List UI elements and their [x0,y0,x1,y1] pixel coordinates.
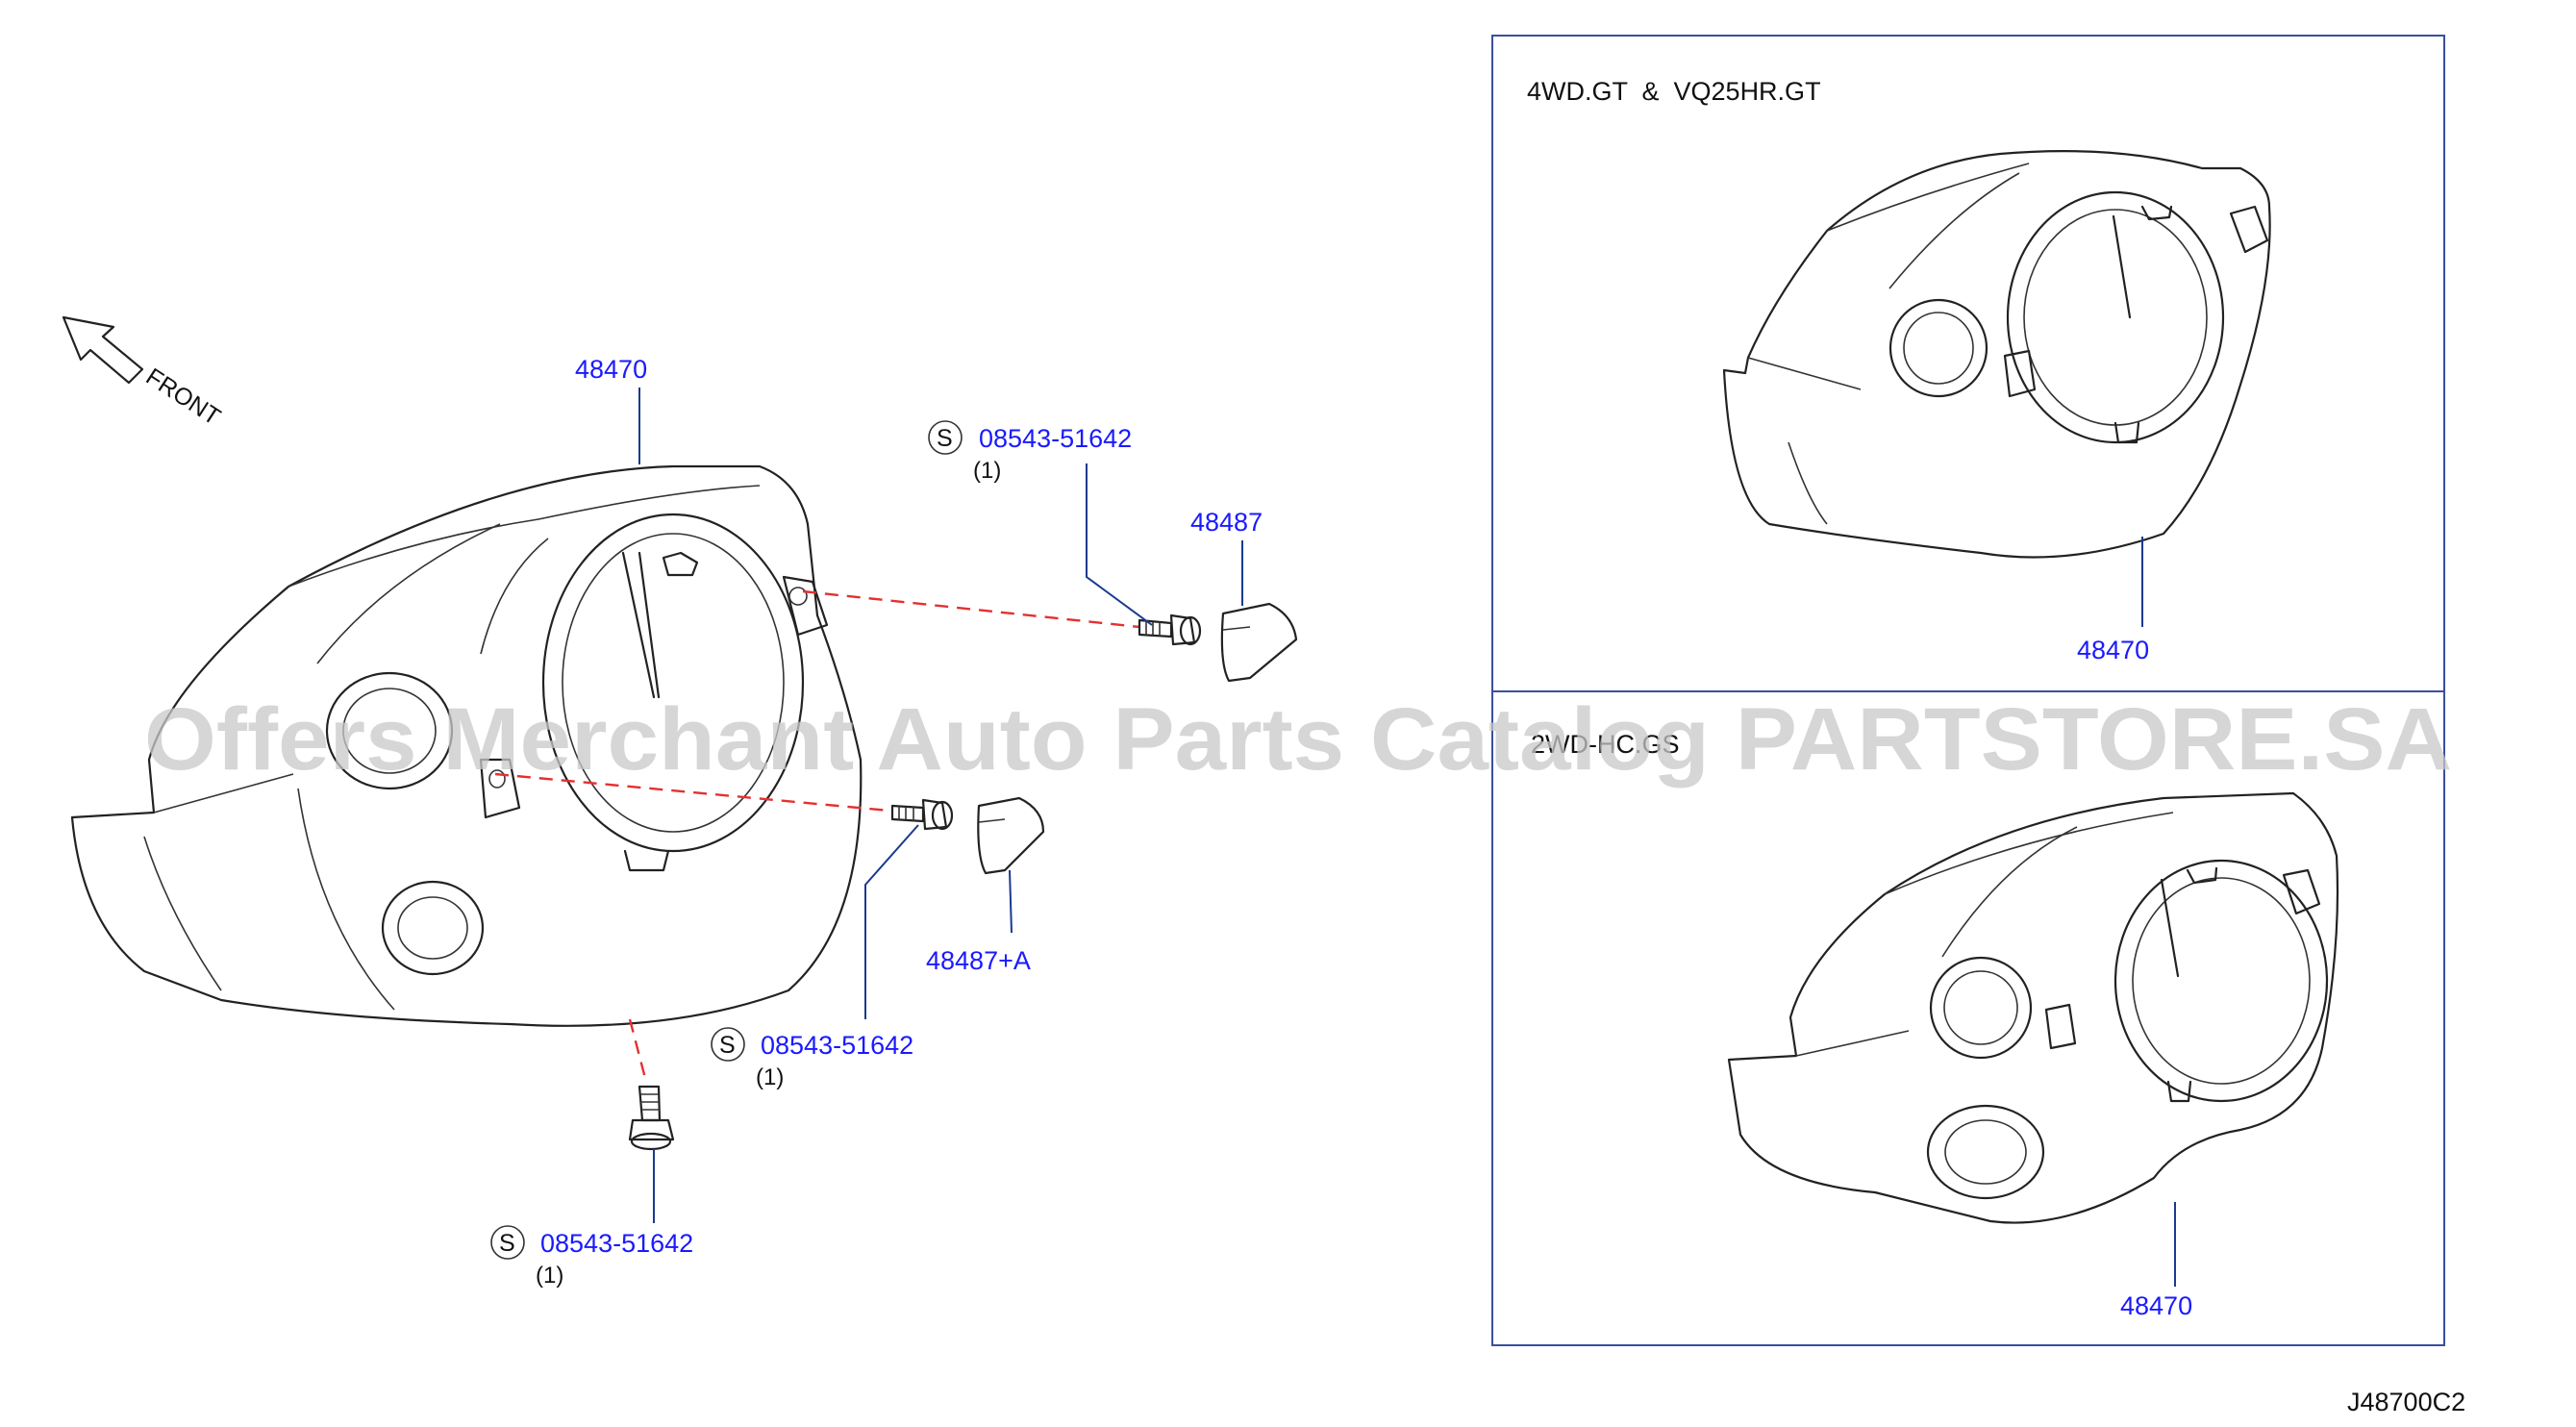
variant-bottom-drawing [1727,791,2339,1224]
part-number-48487a[interactable]: 48487+A [926,946,1031,975]
s-symbol-icon [928,420,963,455]
part-number-48470-bottom[interactable]: 48470 [2120,1291,2192,1320]
variant-bottom-title: 2WD-HC.GS [1531,730,1680,759]
variant-top-drawing [1722,150,2271,559]
clip-48487-icon [1220,602,1298,683]
main-cover-drawing [70,464,863,1027]
screw-middle-icon [890,798,954,831]
leader-screw-middle [864,824,919,1019]
s-symbol: S [937,425,953,452]
assembly-line-upper [802,589,1140,629]
s-symbol-icon [711,1027,745,1062]
watermark: Offers Merchant Auto Parts Catalog PARTS… [144,690,2452,789]
clip-48487a-icon [977,796,1045,875]
front-arrow-icon [62,315,144,385]
s-symbol: S [499,1230,515,1257]
drawing-code: J48700C2 [2347,1388,2465,1416]
screw-upper-qty: (1) [973,458,1001,484]
screw-upper-icon [1138,613,1202,646]
s-symbol: S [719,1032,736,1059]
variant-frame-bottom [1491,690,2445,1346]
variant-frame-top [1491,35,2445,692]
screw-lower-icon [628,1085,675,1151]
screw-lower-qty: (1) [536,1263,563,1289]
part-number-screw-lower[interactable]: 08543-51642 [540,1229,693,1258]
front-label: FRONT [141,363,225,431]
part-number-screw-middle[interactable]: 08543-51642 [761,1031,913,1060]
part-number-48470-main[interactable]: 48470 [575,355,647,384]
leader-48487a [1009,869,1013,934]
part-number-48470-top[interactable]: 48470 [2077,636,2149,664]
s-symbol-icon [490,1225,525,1260]
part-number-48487[interactable]: 48487 [1190,508,1263,537]
assembly-line-lower [628,1018,648,1083]
leader-screw-upper [1086,463,1153,626]
screw-middle-qty: (1) [756,1064,784,1090]
variant-top-title: 4WD.GT & VQ25HR.GT [1527,77,1821,106]
part-number-screw-upper[interactable]: 08543-51642 [979,424,1132,453]
